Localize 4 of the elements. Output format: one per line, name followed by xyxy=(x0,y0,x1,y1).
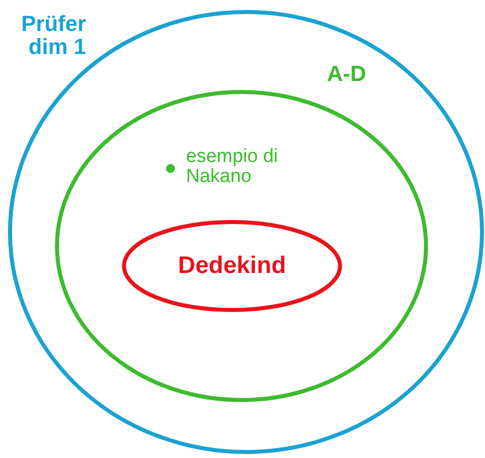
set-label: A-D xyxy=(327,62,366,86)
set-label: Dedekind xyxy=(176,253,288,278)
set-label: Prüfer dim 1 xyxy=(20,12,86,58)
point-label: esempio di Nakano xyxy=(186,147,279,187)
